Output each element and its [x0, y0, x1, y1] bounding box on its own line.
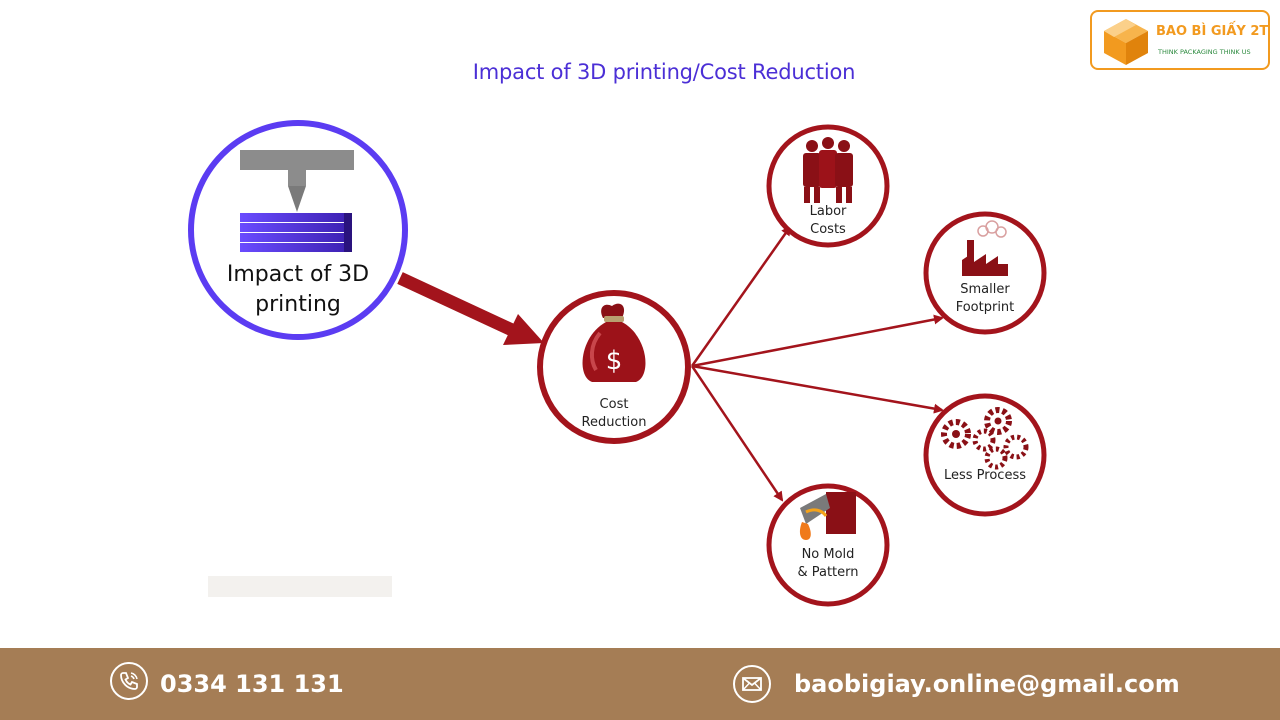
- main-arrow: [397, 272, 544, 345]
- hub-node: $: [537, 290, 691, 444]
- faint-placeholder-bar: [208, 576, 392, 597]
- phone-icon[interactable]: [110, 662, 148, 700]
- money-bag-icon: $: [582, 303, 646, 382]
- source-node: [188, 120, 408, 340]
- outcome-node-labor: [766, 124, 890, 248]
- outcome-footprint-line2: Footprint: [955, 299, 1015, 315]
- source-label: Impact of 3D printing: [198, 260, 398, 319]
- molten-pour-icon: [799, 492, 856, 540]
- outcome-label-mold: No Mold & Pattern: [768, 546, 888, 581]
- hub-label-line2: Reduction: [581, 414, 647, 430]
- email-address[interactable]: baobigiay.online@gmail.com: [794, 670, 1180, 698]
- brand-logo[interactable]: BAO BÌ GIẤY 2T THINK PACKAGING THINK US: [1090, 10, 1270, 70]
- outcome-label-footprint: Smaller Footprint: [925, 281, 1045, 316]
- outcome-mold-line2: & Pattern: [797, 564, 859, 580]
- phone-number[interactable]: 0334 131 131: [160, 670, 344, 698]
- contact-footer: 0334 131 131 baobigiay.online@gmail.com: [0, 648, 1280, 720]
- hub-label-line1: Cost: [599, 397, 629, 412]
- arrow-smaller-footprint: [691, 314, 944, 368]
- outcome-process-line1: Less Process: [943, 468, 1026, 483]
- outcome-labor-line1: Labor: [809, 204, 847, 219]
- hub-label: Cost Reduction: [554, 396, 674, 431]
- outcome-mold-line1: No Mold: [801, 547, 855, 562]
- logo-name: BAO BÌ GIẤY 2T: [1156, 24, 1269, 39]
- outcome-label-process: Less Process: [925, 467, 1045, 485]
- workers-icon: [803, 137, 853, 203]
- outcome-footprint-line1: Smaller: [960, 282, 1010, 297]
- 3d-printer-icon: [240, 150, 354, 252]
- arrow-no-mold: [690, 365, 784, 502]
- outcome-arrows: [690, 225, 944, 502]
- slide: Impact of 3D printing/Cost Reduction: [188, 10, 1270, 607]
- outcome-node-process: [923, 393, 1047, 517]
- mail-icon[interactable]: [733, 665, 771, 703]
- source-label-line2: printing: [255, 291, 341, 317]
- outcome-node-footprint: [923, 211, 1047, 335]
- svg-text:$: $: [606, 346, 623, 376]
- arrow-labor-costs: [690, 225, 792, 367]
- box-logo-icon: [1104, 19, 1148, 65]
- factory-icon: [962, 220, 1008, 276]
- source-label-line1: Impact of 3D: [226, 262, 370, 287]
- outcome-label-labor: Labor Costs: [778, 203, 878, 238]
- logo-tagline: THINK PACKAGING THINK US: [1158, 48, 1251, 56]
- gears-icon: [941, 407, 1029, 470]
- arrow-less-process: [691, 364, 944, 414]
- outcome-node-mold: [766, 483, 890, 607]
- diagram-canvas: $: [188, 120, 1047, 607]
- outcome-labor-line2: Costs: [810, 221, 846, 237]
- page-title: Impact of 3D printing/Cost Reduction: [472, 60, 856, 84]
